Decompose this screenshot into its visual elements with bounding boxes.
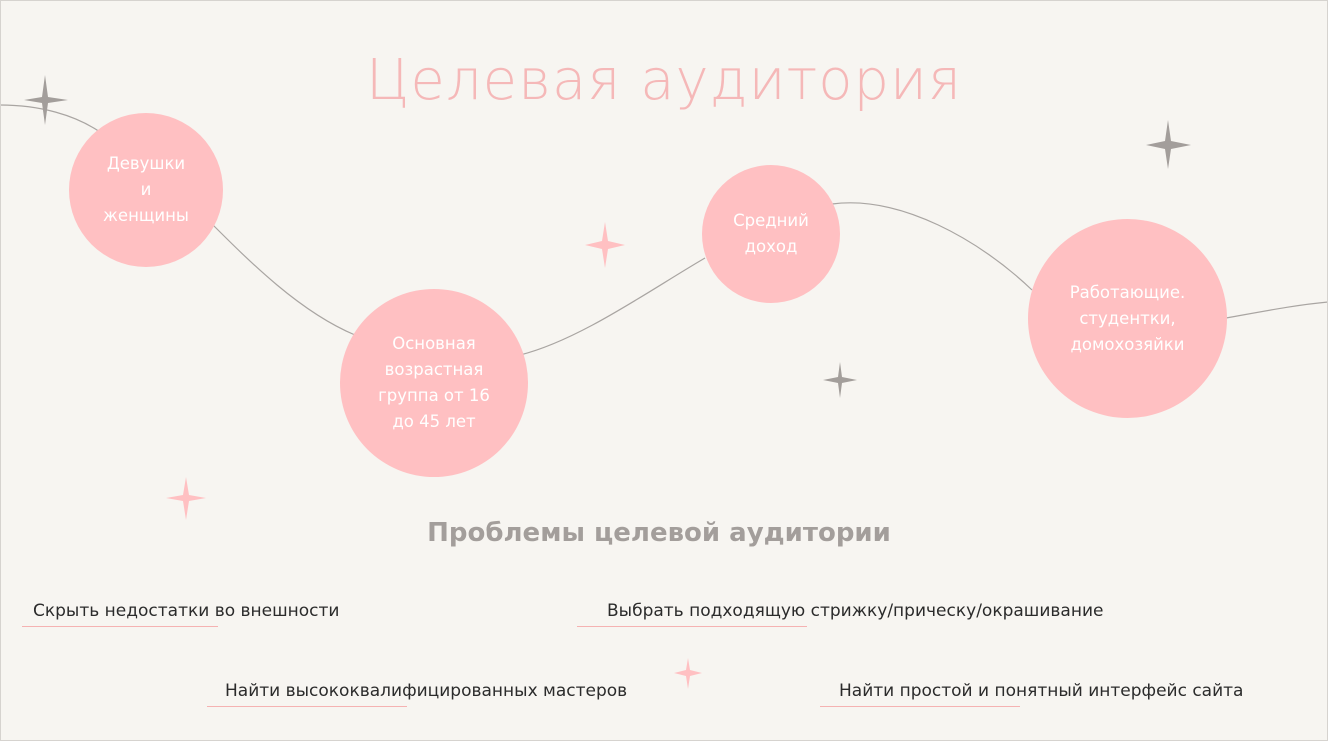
problem-underline (577, 626, 807, 627)
connector-curve (0, 104, 1328, 356)
sparkle-icon (674, 658, 702, 689)
sparkle-icon (1146, 120, 1191, 169)
audience-circle-label: Средний доход (733, 211, 809, 256)
sparkle-icon (24, 75, 68, 125)
sparkle-icon (823, 362, 857, 398)
sparkle-icon (166, 477, 206, 520)
problems-heading: Проблемы целевой аудитории (427, 518, 891, 548)
problem-underline (820, 706, 1020, 707)
sparkle-icon (585, 222, 625, 268)
audience-circle-label: Работающие. студентки, домохозяйки (1069, 282, 1186, 354)
audience-circle-label: Девушки и женщины (103, 154, 189, 225)
audience-circle-gender: Девушки и женщины (69, 113, 223, 267)
problem-item: Найти высококвалифицированных мастеров (225, 681, 628, 701)
audience-circle-occupation: Работающие. студентки, домохозяйки (1028, 219, 1227, 418)
problem-item: Скрыть недостатки во внешности (33, 601, 340, 621)
audience-circle-income: Средний доход (702, 165, 840, 303)
audience-circle-label: Основная возрастная группа от 16 до 45 л… (378, 334, 490, 431)
page-title: Целевая аудитория (365, 48, 963, 113)
problem-item: Выбрать подходящую стрижку/прическу/окра… (607, 601, 1104, 621)
problem-item: Найти простой и понятный интерфейс сайта (839, 681, 1244, 701)
problem-underline (207, 706, 407, 707)
audience-circle-age: Основная возрастная группа от 16 до 45 л… (340, 289, 528, 477)
problem-underline (22, 626, 218, 627)
